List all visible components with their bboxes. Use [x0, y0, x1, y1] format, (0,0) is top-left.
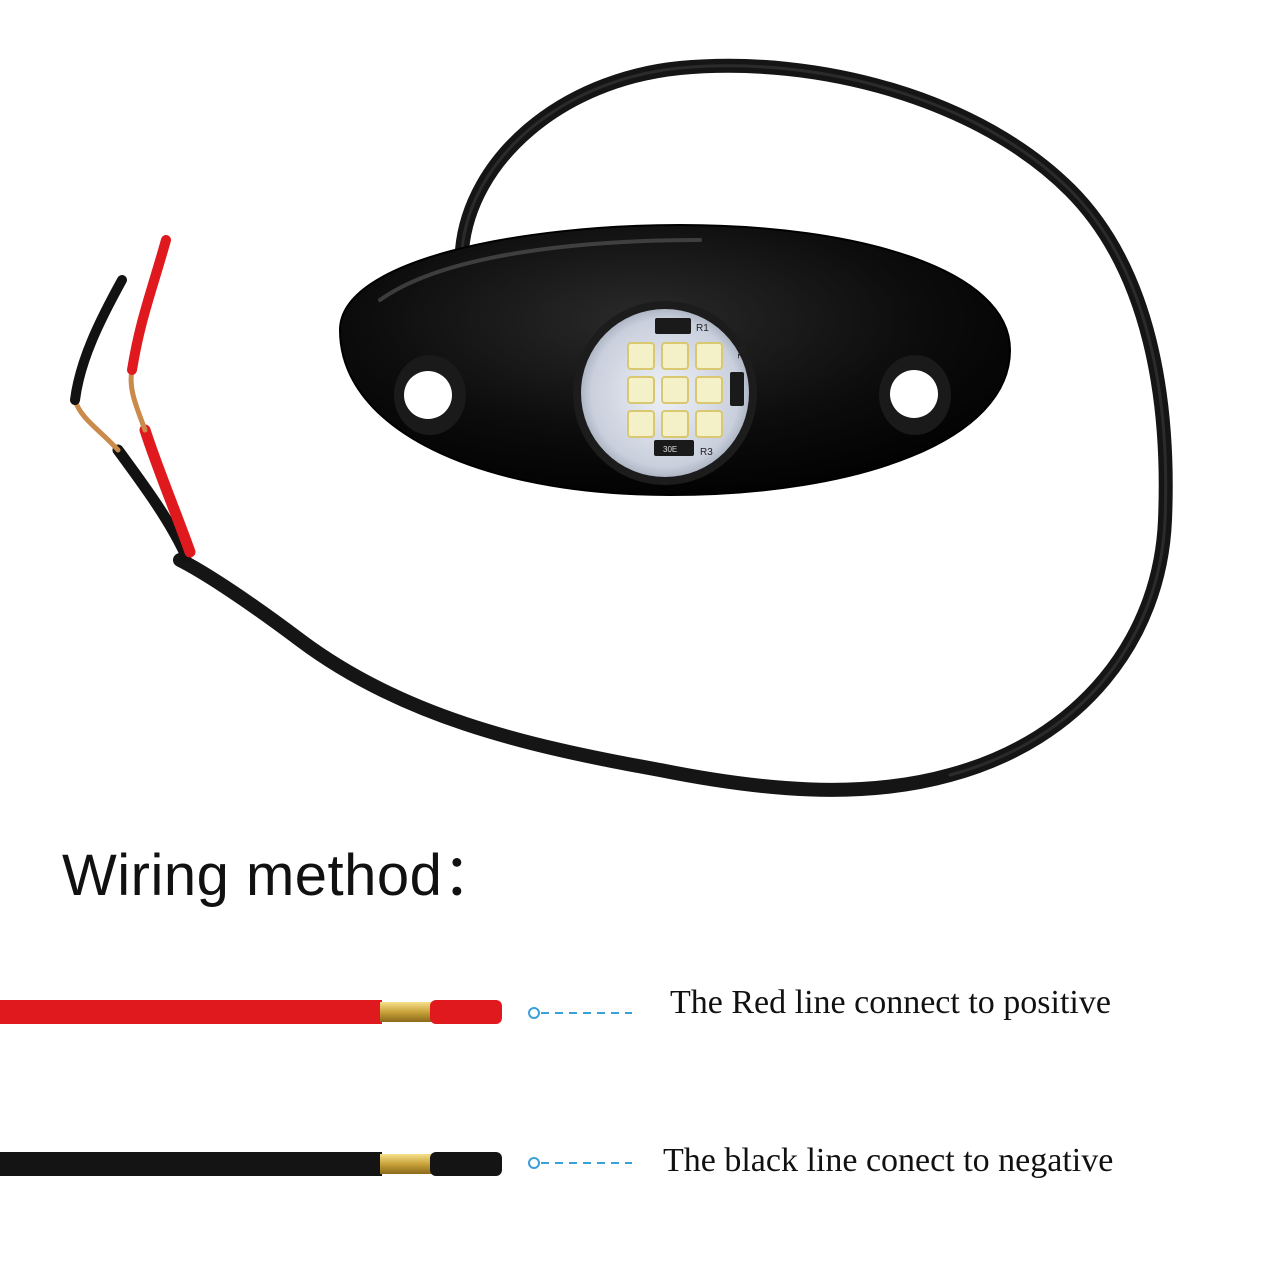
led-chip [661, 342, 689, 370]
marking-r2: R2 [735, 346, 746, 359]
led-chip [695, 342, 723, 370]
led-chip [661, 376, 689, 404]
wiring-method-heading: Wiring method： [62, 843, 501, 908]
marking-r1: R1 [696, 323, 709, 334]
black-wire-diagram [0, 1152, 632, 1176]
led-chip-array [627, 342, 723, 438]
led-chip [627, 376, 655, 404]
rock-light-housing: R1 R2 R3 30E [338, 223, 1012, 497]
led-chip [627, 410, 655, 438]
wiring-row-red: The Red line connect to positive [0, 982, 1282, 1042]
led-chip [695, 410, 723, 438]
led-chip [627, 342, 655, 370]
red-wire-lead [139, 424, 196, 558]
black-wire-lead [112, 444, 192, 562]
red-wire-diagram [0, 1000, 632, 1024]
red-wire-label: The Red line connect to positive [670, 984, 1111, 1021]
led-chip [695, 376, 723, 404]
led-chip [661, 410, 689, 438]
marking-r3: R3 [700, 447, 713, 458]
wiring-row-black: The black line conect to negative [0, 1134, 1282, 1194]
product-photo: R1 R2 R3 30E [70, 58, 1173, 797]
marking-chip-code: 30E [663, 445, 677, 454]
black-wire-label: The black line conect to negative [663, 1142, 1114, 1179]
